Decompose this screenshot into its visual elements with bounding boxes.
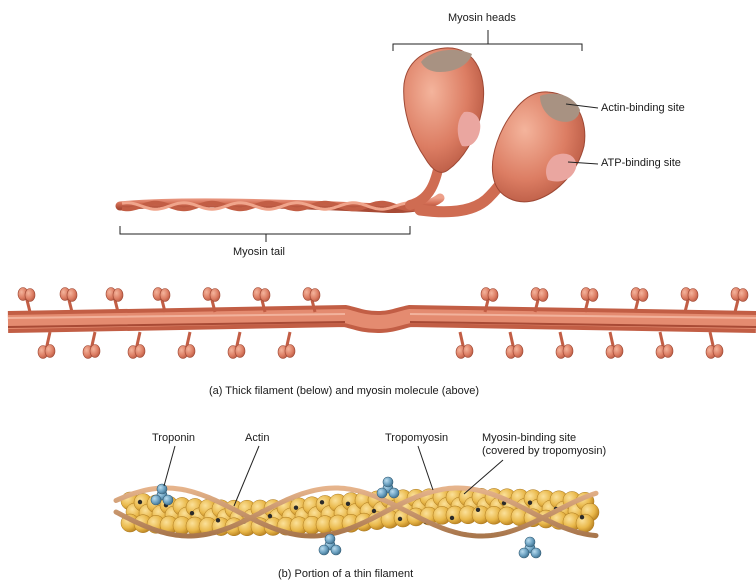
thick-filament-head (228, 332, 245, 359)
label-atp-binding-site: ATP-binding site (601, 157, 681, 170)
actin-bead (576, 514, 594, 532)
myosin-binding-dot (346, 502, 350, 506)
thick-filament-head (731, 288, 748, 313)
myosin-molecule (120, 48, 585, 212)
label-actin: Actin (245, 432, 269, 445)
atp-binding-site-1 (458, 112, 481, 147)
label-myosin-heads: Myosin heads (448, 12, 516, 25)
myosin-head-2 (492, 92, 584, 202)
thick-filament-head (178, 332, 195, 359)
thick-filament (8, 288, 756, 359)
label-tropomyosin: Tropomyosin (385, 432, 448, 445)
thick-filament-head (631, 288, 648, 313)
thick-filament-head (606, 332, 623, 359)
thick-filament-head (456, 332, 473, 359)
thick-filament-head (83, 332, 100, 359)
myosin-head-1 (404, 48, 484, 172)
myosin-binding-dot (216, 518, 220, 522)
myosin-binding-dot (580, 515, 584, 519)
thick-filament-head (18, 288, 35, 313)
myosin-binding-dot (372, 509, 376, 513)
thick-filament-head (681, 288, 698, 313)
myosin-binding-dot (320, 500, 324, 504)
thick-filament-head (106, 288, 123, 313)
thick-filament-head (38, 332, 55, 359)
label-myosin-tail: Myosin tail (233, 246, 285, 259)
thick-filament-head (506, 332, 523, 359)
thick-filament-head (706, 332, 723, 359)
label-actin-binding-site: Actin-binding site (601, 102, 685, 115)
myosin-binding-dot (294, 506, 298, 510)
thin-filament (116, 477, 599, 558)
troponin-complex (519, 537, 541, 558)
myosin-binding-dot (138, 500, 142, 504)
caption-b: (b) Portion of a thin filament (278, 568, 413, 580)
label-myosin-binding-site-note: (covered by tropomyosin) (482, 445, 606, 458)
label-myosin-binding-site: Myosin-binding site (482, 432, 576, 445)
thick-filament-head (556, 332, 573, 359)
thick-filament-head (656, 332, 673, 359)
myosin-binding-dot (190, 511, 194, 515)
thick-filament-head (60, 288, 77, 313)
thick-filament-head (278, 332, 295, 359)
caption-a: (a) Thick filament (below) and myosin mo… (209, 385, 479, 397)
myosin-binding-dot (476, 508, 480, 512)
myosin-binding-dot (450, 516, 454, 520)
myosin-binding-dot (398, 517, 402, 521)
label-troponin: Troponin (152, 432, 195, 445)
myosin-binding-dot (268, 514, 272, 518)
myosin-binding-dot (528, 501, 532, 505)
thick-filament-head (128, 332, 145, 359)
myosin-tail-shape (120, 198, 440, 209)
